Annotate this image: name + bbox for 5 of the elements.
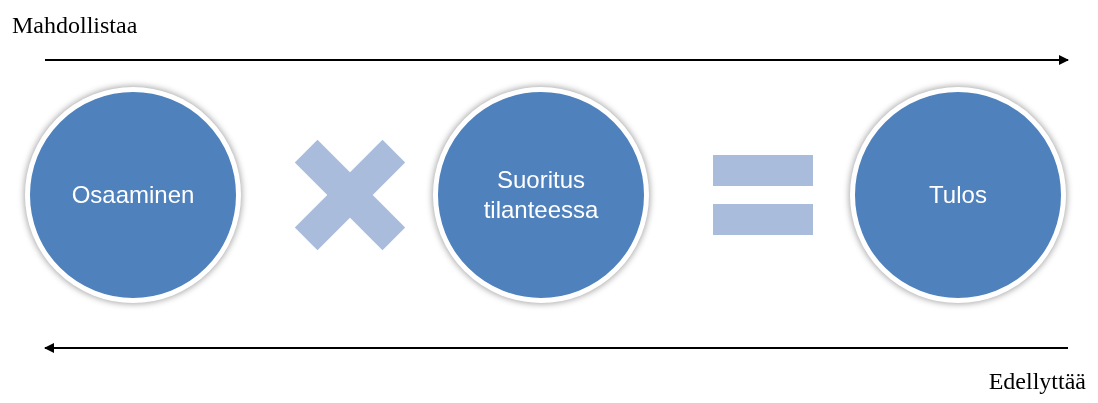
arrow-label: Edellyttää xyxy=(988,368,1086,395)
node-label: Tulos xyxy=(929,180,987,210)
arrow-label: Mahdollistaa xyxy=(12,12,138,39)
node-label: Osaaminen xyxy=(71,180,195,210)
node-label: Suoritus tilanteessa xyxy=(482,165,600,225)
